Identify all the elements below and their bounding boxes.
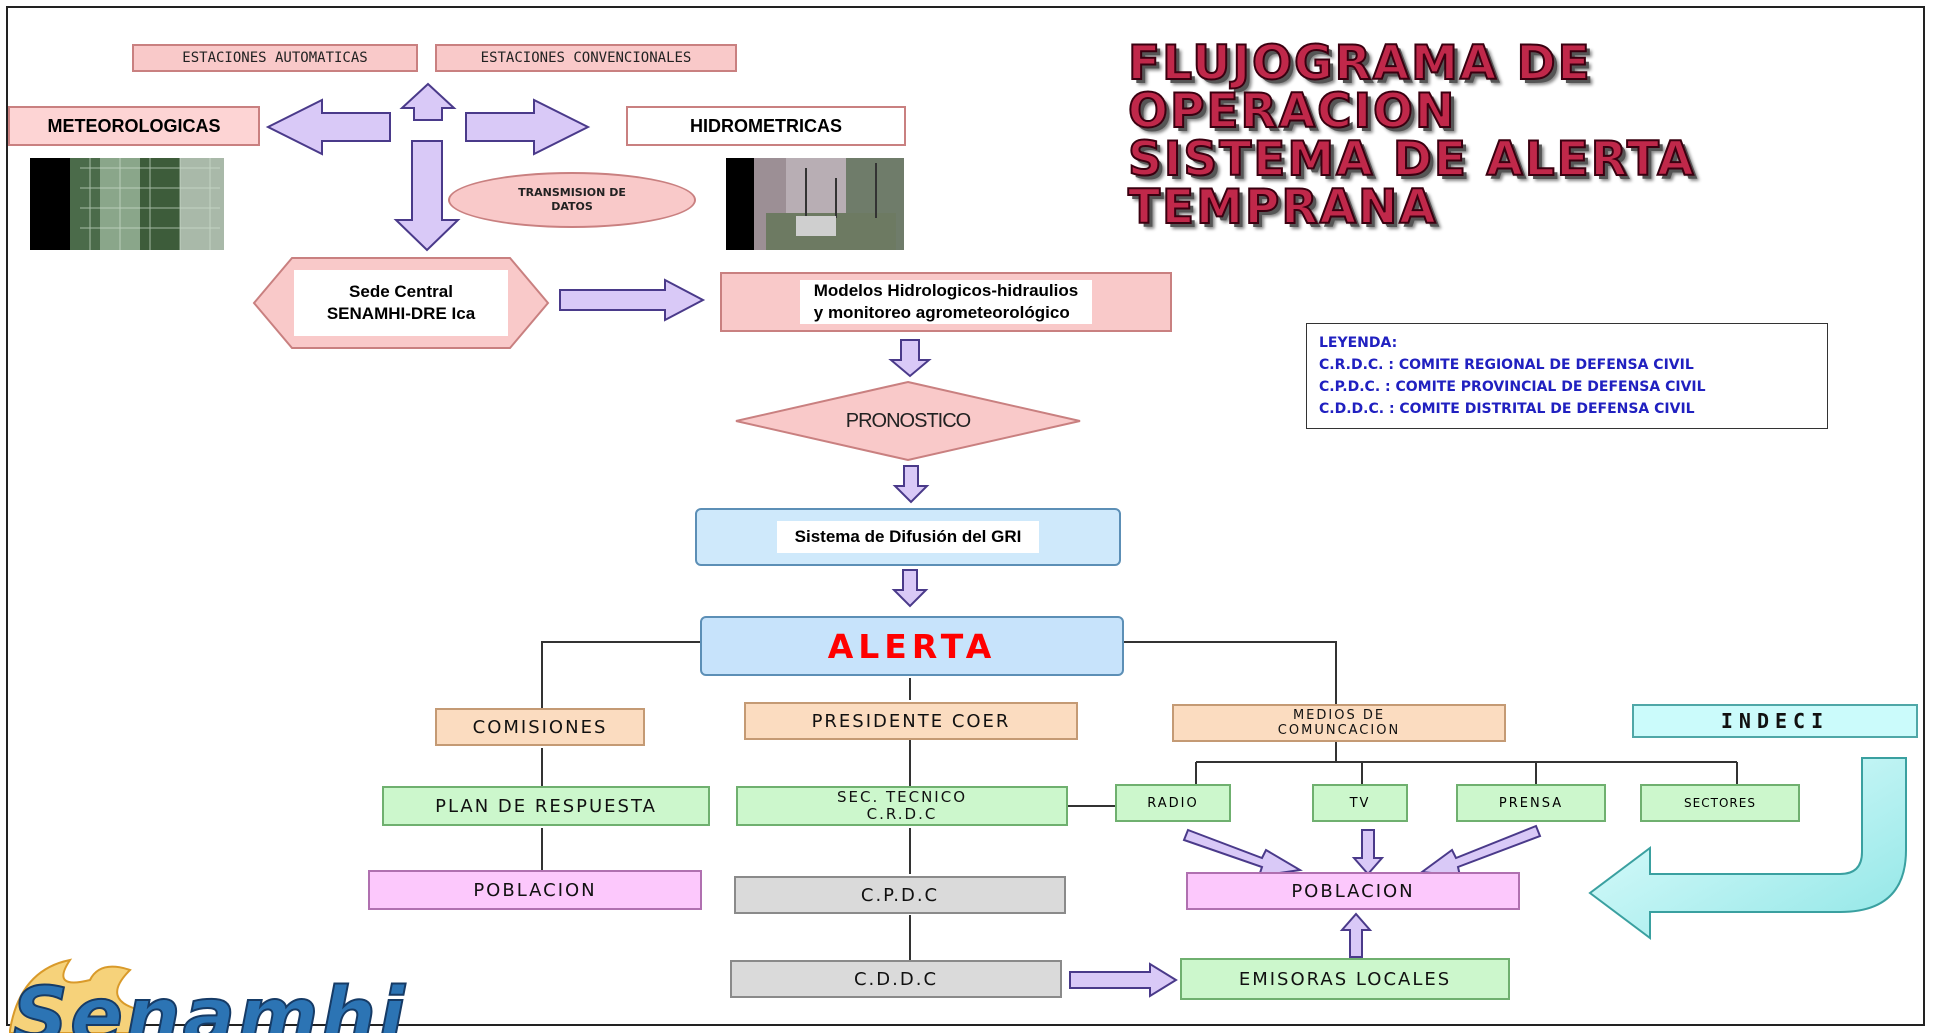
president-label: PRESIDENTE COER — [811, 710, 1011, 732]
technical-secretary-box: SEC. TECNICO C.R.D.C — [736, 786, 1068, 826]
models-line1: Modelos Hidrologicos-hidraulios — [813, 281, 1079, 300]
indeci-box: INDECI — [1632, 704, 1918, 738]
models-line2: y monitoreo agrometeorológico — [813, 303, 1070, 322]
cpdc-box: C.P.D.C — [734, 876, 1066, 914]
legend-heading: LEYENDA: — [1319, 335, 1398, 351]
technical-secretary-line2: C.R.D.C — [866, 805, 938, 823]
conventional-stations-box: ESTACIONES CONVENCIONALES — [435, 44, 737, 72]
title-line2: OPERACION — [1127, 83, 1457, 140]
arrow-forecast-diffusion — [892, 465, 930, 504]
local-stations-label: EMISORAS LOCALES — [1238, 968, 1452, 990]
octagon-shape — [252, 257, 550, 349]
data-transmission-label: TRANSMISION DE DATOS — [518, 186, 626, 213]
president-box: PRESIDENTE COER — [744, 702, 1078, 740]
arrow-central-models — [559, 278, 706, 322]
alert-label: ALERTA — [827, 626, 997, 666]
radio-label: RADIO — [1147, 795, 1199, 811]
conventional-stations-label: ESTACIONES CONVENCIONALES — [480, 50, 692, 66]
meteorological-box: METEOROLOGICAS — [8, 106, 260, 146]
title-line4: TEMPRANA — [1127, 179, 1438, 236]
media-label: MEDIOS DE COMUNCACION — [1277, 708, 1401, 738]
diffusion-label: Sistema de Difusión del GRI — [776, 521, 1040, 553]
logo-text: Senamhi — [11, 971, 407, 1033]
tv-box: TV — [1312, 784, 1408, 822]
title-line3: SISTEMA DE ALERTA — [1127, 131, 1696, 188]
cross-arrow-down — [393, 140, 461, 252]
cross-arrow-up — [399, 82, 457, 121]
radio-box: RADIO — [1115, 784, 1231, 822]
indeci-label: INDECI — [1720, 709, 1830, 733]
arrow-tv-population — [1351, 829, 1385, 876]
title-line1: FLUJOGRAMA DE — [1127, 35, 1592, 92]
response-plan-box: PLAN DE RESPUESTA — [382, 786, 710, 826]
arrow-radio-population — [1182, 828, 1303, 878]
automatic-stations-label: ESTACIONES AUTOMATICAS — [182, 50, 368, 66]
sectores-box: SECTORES — [1640, 784, 1800, 822]
cddc-label: C.D.D.C — [853, 968, 939, 990]
arrow-prensa-population — [1419, 824, 1542, 878]
models-text: Modelos Hidrologicos-hidraulios y monito… — [799, 280, 1093, 324]
cross-arrow-right — [465, 98, 591, 156]
technical-secretary-line1: SEC. TECNICO — [836, 788, 968, 806]
hydrological-models-box: Modelos Hidrologicos-hidraulios y monito… — [720, 272, 1172, 332]
legend-item-cddc: C.D.D.C. : COMITE DISTRITAL DE DEFENSA C… — [1319, 401, 1695, 417]
diffusion-system-box: Sistema de Difusión del GRI — [695, 508, 1121, 566]
branch-line-right — [1124, 641, 1337, 704]
diagram-frame — [6, 6, 1925, 1026]
media-box: MEDIOS DE COMUNCACION — [1172, 704, 1506, 742]
cddc-box: C.D.D.C — [730, 960, 1062, 998]
legend-item-crdc: C.R.D.C. : COMITE REGIONAL DE DEFENSA CI… — [1319, 357, 1694, 373]
hydrometric-label: HIDROMETRICAS — [690, 115, 842, 136]
central-line1: Sede Central — [349, 282, 453, 301]
prensa-box: PRENSA — [1456, 784, 1606, 822]
forecast-node: PRONOSTICO — [734, 380, 1082, 462]
automatic-stations-box: ESTACIONES AUTOMATICAS — [132, 44, 418, 72]
meteorological-label: METEOROLOGICAS — [47, 115, 221, 136]
arrow-local-population — [1339, 912, 1373, 958]
alert-box: ALERTA — [700, 616, 1124, 676]
hydrometric-station-photo — [726, 158, 904, 250]
sectores-label: SECTORES — [1684, 796, 1756, 810]
cpdc-label: C.P.D.C — [860, 884, 940, 906]
commissions-label: COMISIONES — [472, 716, 608, 738]
hydrometric-box: HIDROMETRICAS — [626, 106, 906, 146]
arrow-diffusion-alert — [891, 569, 929, 608]
branch-line-left — [541, 641, 700, 708]
response-plan-label: PLAN DE RESPUESTA — [435, 795, 657, 817]
data-transmission-ellipse: TRANSMISION DE DATOS — [448, 172, 696, 228]
forecast-label: PRONOSTICO — [845, 409, 971, 432]
prensa-label: PRENSA — [1498, 795, 1564, 811]
commissions-box: COMISIONES — [435, 708, 645, 746]
cross-arrow-left — [265, 98, 391, 156]
meteorological-station-photo — [30, 158, 224, 250]
diamond-shape — [735, 380, 1081, 462]
population-right-box: POBLACION — [1186, 872, 1520, 910]
local-stations-box: EMISORAS LOCALES — [1180, 958, 1510, 1000]
indeci-curved-arrow — [1588, 757, 1907, 940]
fence-graphic — [80, 158, 220, 250]
sun-icon — [9, 958, 142, 1033]
tv-label: TV — [1349, 795, 1371, 811]
legend-box: LEYENDA: C.R.D.C. : COMITE REGIONAL DE D… — [1306, 323, 1828, 429]
population-right-label: POBLACION — [1291, 880, 1415, 902]
arrow-cddc-local — [1069, 962, 1178, 998]
legend-item-cpdc: C.P.D.C. : COMITE PROVINCIAL DE DEFENSA … — [1319, 379, 1706, 395]
station-graphic — [766, 163, 896, 250]
arrow-models-forecast — [888, 339, 932, 378]
population-left-box: POBLACION — [368, 870, 702, 910]
population-left-label: POBLACION — [473, 879, 597, 901]
senamhi-logo: Senamhi — [0, 950, 420, 1033]
central-office-node: Sede Central SENAMHI-DRE Ica — [252, 256, 550, 350]
central-line2: SENAMHI-DRE Ica — [326, 304, 476, 323]
